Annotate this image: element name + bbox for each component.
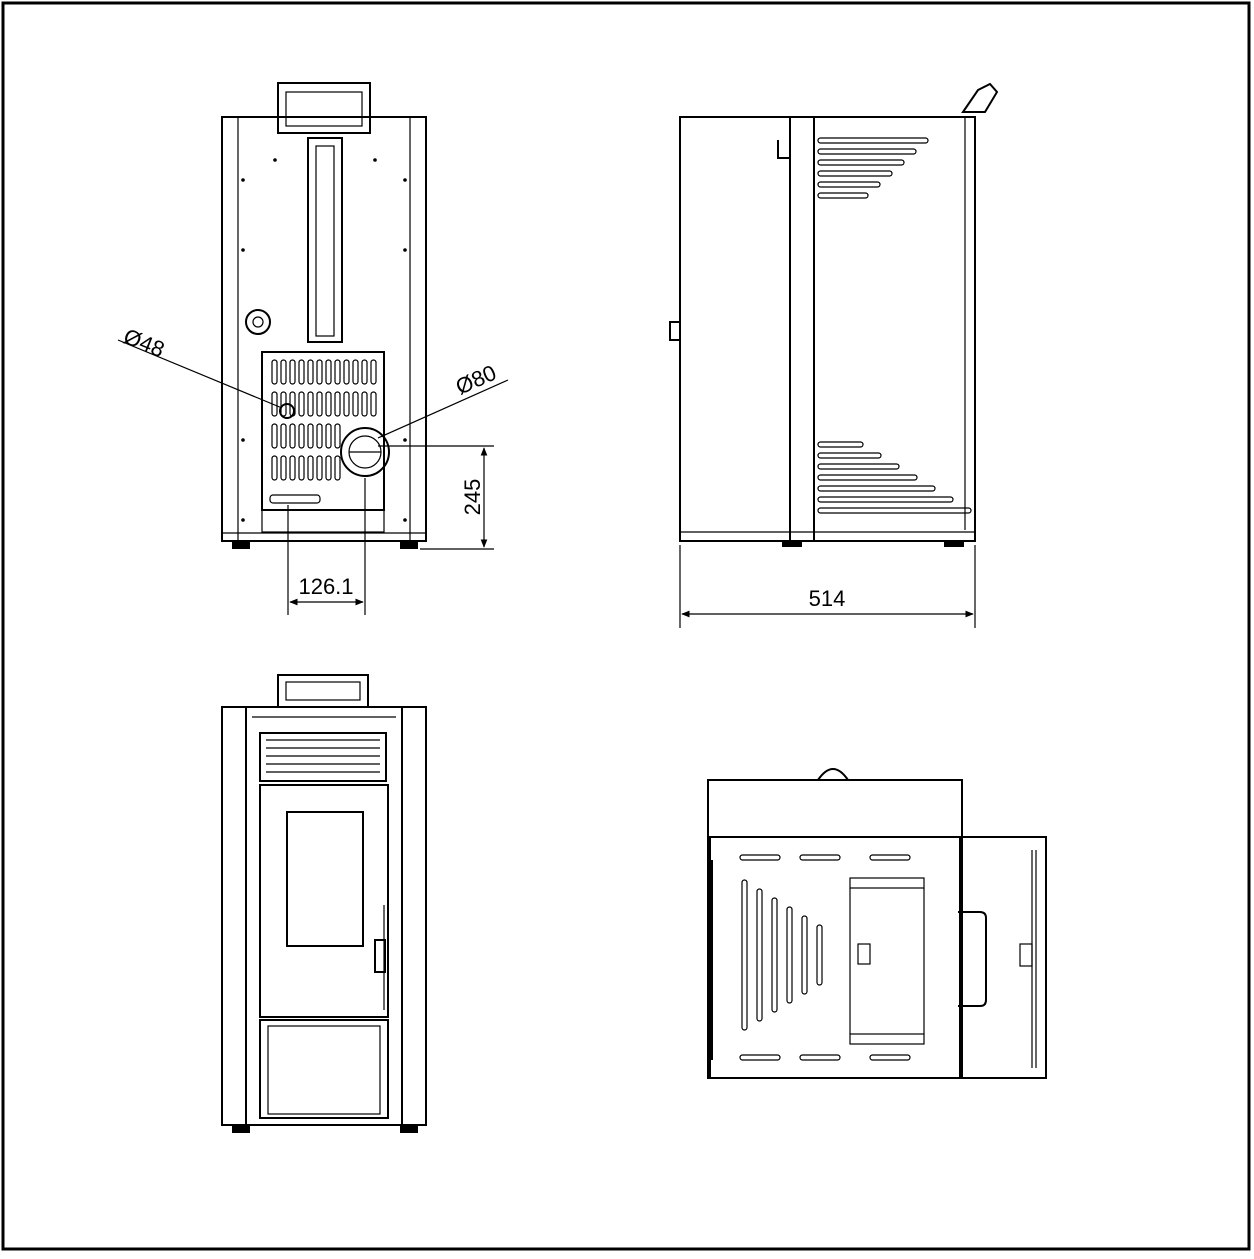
side-view: 514 [669,82,999,628]
top-slot [741,879,748,1031]
vent-slot [289,455,296,481]
vent-slot [271,359,278,385]
cooling-fin [817,192,869,199]
vent-slot [307,423,314,449]
vent-slot [280,359,287,385]
cooling-fin [817,452,882,459]
front-view [221,674,427,1133]
top-slot [799,1054,841,1061]
vent-slot [370,359,377,385]
vent-slot [316,455,323,481]
vent-slot [316,423,323,449]
cooling-fin [817,485,936,492]
top-slot [771,897,778,1013]
outlet-height-label: 245 [460,479,485,516]
vent-slot [280,423,287,449]
cooling-fin [817,148,917,155]
vent-slot [307,359,314,385]
vent-slot [334,455,341,481]
vent-slot [325,359,332,385]
outlet-offset-label: 126.1 [298,574,353,599]
cooling-fin [817,170,893,177]
top-slot [739,854,781,861]
cooling-fin [817,137,929,144]
vent-slot [298,359,305,385]
vent-slot [352,391,359,417]
vent-slot [334,359,341,385]
vent-slot [316,391,323,417]
vent-slot [298,391,305,417]
vent-slot [361,391,368,417]
vent-slot [361,359,368,385]
top-slot [816,924,823,986]
cooling-fin [817,496,954,503]
vent-slot [307,455,314,481]
vent-slot [334,391,341,417]
depth-label: 514 [809,586,846,611]
cooling-fin [817,474,918,481]
top-slot [801,915,808,995]
cooling-fin [817,463,900,470]
top-slot [799,854,841,861]
vent-slot [370,391,377,417]
cooling-fin [817,159,905,166]
cooling-fin [817,181,881,188]
vent-slot [334,423,341,449]
vent-slot [289,423,296,449]
vent-slot [352,359,359,385]
top-slot [756,888,763,1022]
vent-slot [289,359,296,385]
vent-slot [325,391,332,417]
vent-slot [316,359,323,385]
cooling-fin [817,507,972,514]
vent-slot [298,455,305,481]
flue-large-diameter-label: Ø80 [452,360,500,400]
vent-slot [298,423,305,449]
top-slot [786,906,793,1004]
vent-slot [271,423,278,449]
vent-slot [325,455,332,481]
flue-small-diameter-label: Ø48 [120,323,168,362]
top-slot [869,854,911,861]
cooling-fin [817,441,864,448]
top-slot [869,1054,911,1061]
vent-slot [269,494,321,504]
vent-slot [307,391,314,417]
top-slot [739,1054,781,1061]
vent-slot [325,423,332,449]
rear-view: Ø48 Ø80 245 126.1 [117,82,509,615]
vent-slot [343,359,350,385]
top-view [707,768,1047,1079]
vent-slot [280,455,287,481]
vent-slot [271,455,278,481]
vent-slot [343,391,350,417]
